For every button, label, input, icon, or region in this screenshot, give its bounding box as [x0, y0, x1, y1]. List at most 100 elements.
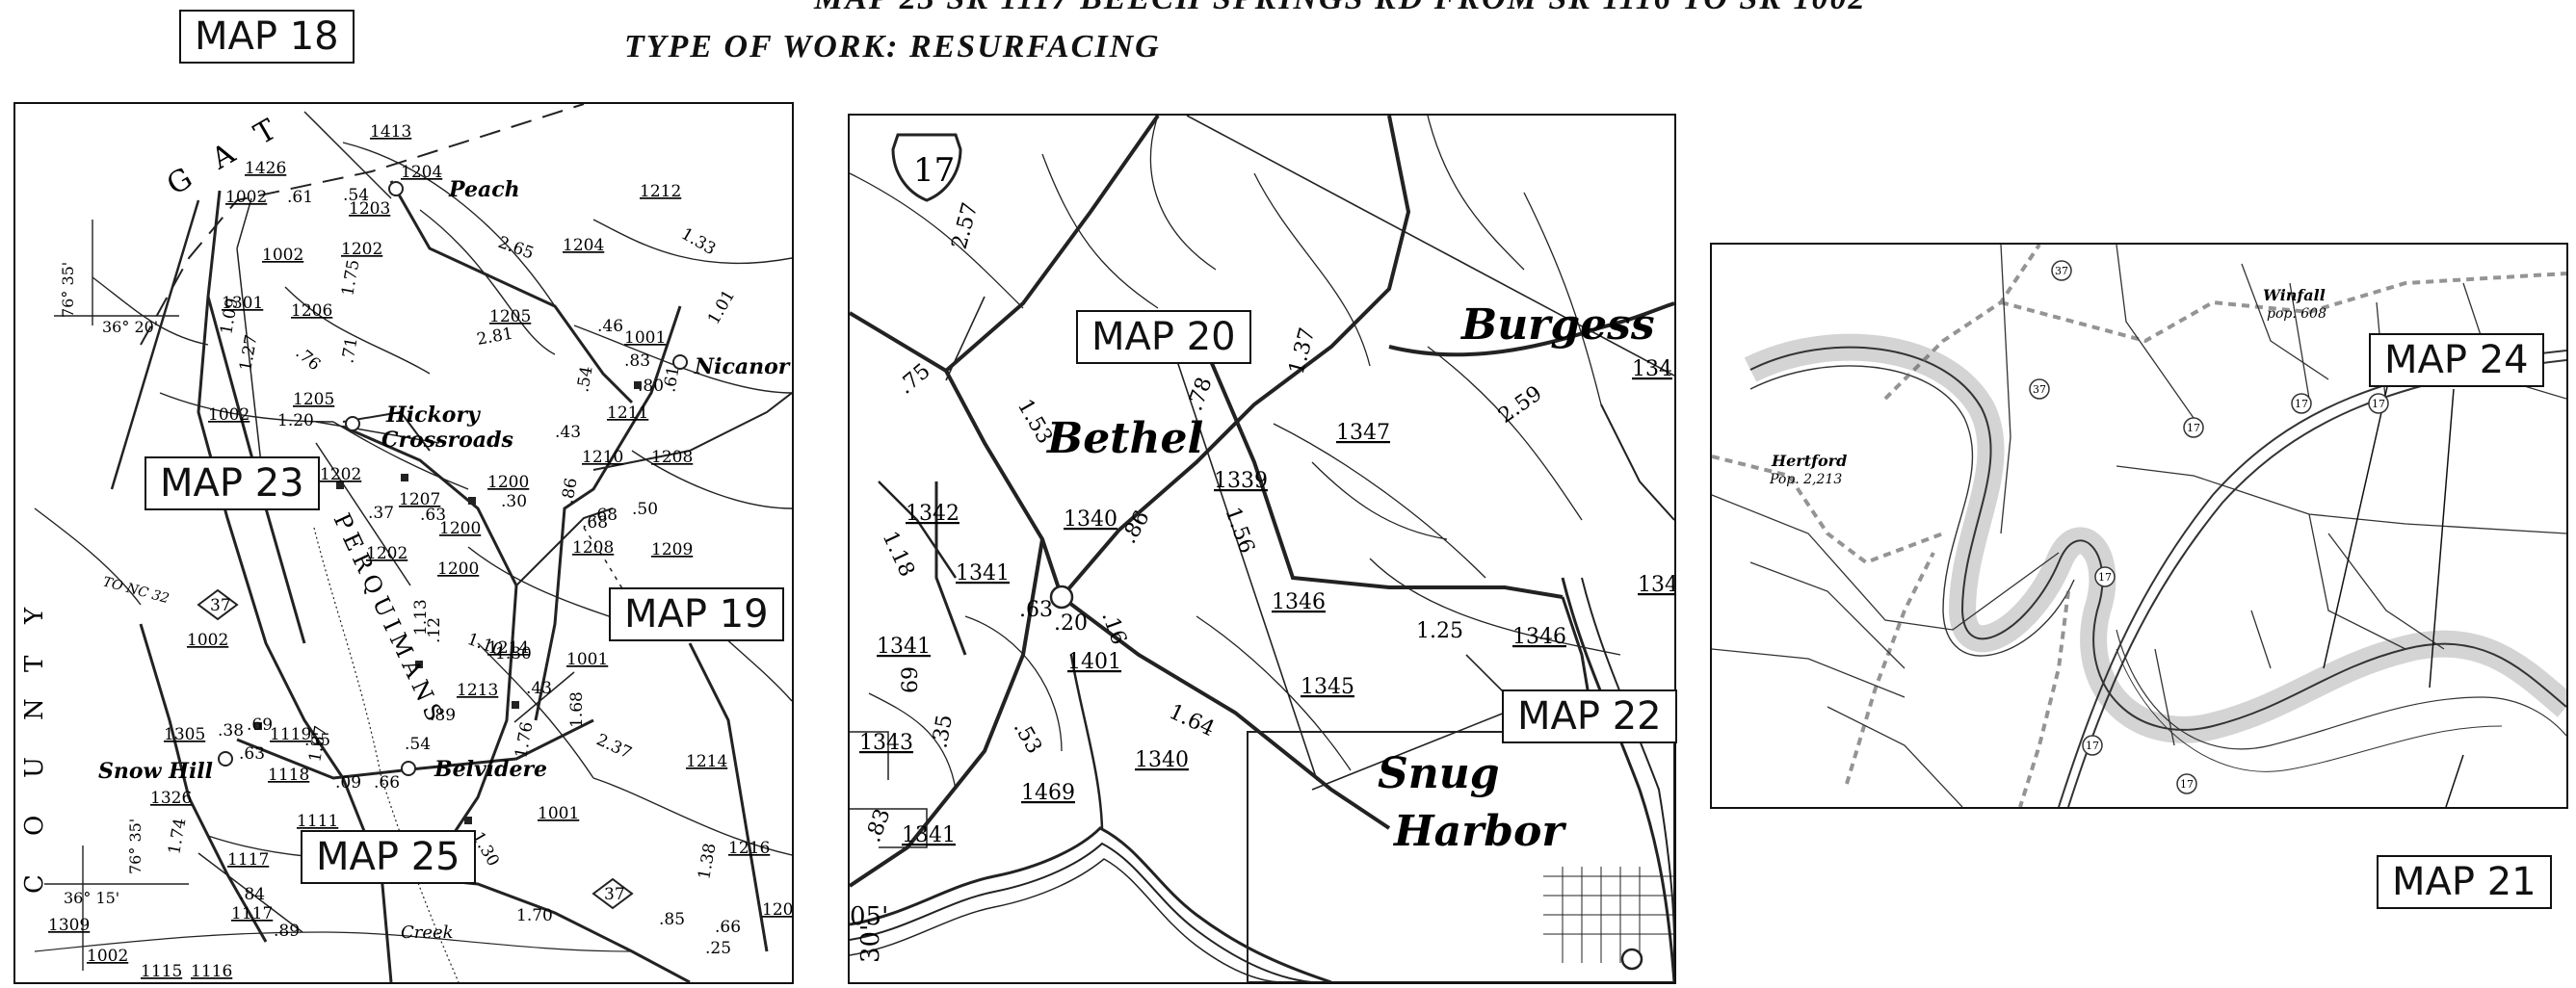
mileage-label: 1.64 [1165, 700, 1218, 741]
sr-label: 1002 [187, 631, 228, 650]
mileage-label: .68 [582, 513, 608, 533]
mileage-label: .55 [304, 731, 330, 750]
mileage-label: 1.13 [411, 599, 431, 636]
sr-label: 1202 [320, 465, 361, 484]
county-letter-y: Y [20, 607, 49, 625]
map-25-callout[interactable]: MAP 25 [301, 830, 476, 884]
mileage-label: 1.10 [464, 630, 505, 661]
sr-label: 1210 [582, 448, 623, 467]
route-shield-text: 17 [2187, 422, 2200, 434]
coord-label-d: 36° 15' [64, 889, 119, 907]
town-hertford: Hertford [1771, 452, 1847, 470]
mileage-label: 2.57 [948, 200, 984, 252]
mileage-label: .16 [1096, 609, 1130, 648]
mileage-label: .50 [632, 500, 658, 519]
sr-label: 1347 [1336, 421, 1390, 445]
mileage-label: 2.81 [475, 325, 514, 350]
map-21-callout[interactable]: MAP 21 [2377, 855, 2552, 909]
sr-label: 1341 [902, 823, 956, 847]
sr-label: 1309 [48, 916, 90, 935]
sr-label: 1200 [437, 559, 479, 579]
mileage-label: 1.76 [512, 720, 537, 760]
sr-label: 1301 [222, 294, 263, 313]
sr-label: 1343 [859, 731, 913, 755]
mileage-label: .84 [239, 885, 265, 904]
mileage-label: .25 [705, 939, 731, 958]
mileage-label: .83 [861, 806, 895, 845]
mileage-label: 2.37 [593, 730, 635, 763]
map-19-callout[interactable]: MAP 19 [609, 587, 784, 641]
sr-label: 1116 [191, 962, 232, 981]
sr-label: 1203 [349, 199, 390, 219]
sr-label: 1214 [686, 752, 727, 771]
sr-label: 1340 [1064, 507, 1117, 532]
route-shield-text: 17 [2295, 398, 2308, 410]
coord-label-a: 76° 35' [59, 262, 77, 318]
sr-label: 1002 [87, 947, 128, 966]
mileage-label: 1.25 [1416, 619, 1463, 643]
mileage-label: .54 [405, 735, 431, 754]
left-map-svg: Peach Nicanor Hickory Crossroads Snow Hi… [20, 104, 792, 982]
sr-label: 1346 [1272, 590, 1326, 614]
sr-label: 1205 [293, 390, 334, 409]
mileage-label: .46 [597, 317, 623, 336]
mileage-label: 1.38 [695, 842, 720, 881]
sr-label: 1200 [487, 473, 529, 492]
mileage-label: 1.30 [495, 644, 532, 663]
sr-label: 1346 [1512, 625, 1566, 649]
map-18-callout[interactable]: MAP 18 [179, 10, 355, 64]
town-winfall-pop: pop. 608 [2267, 306, 2326, 322]
town-hickory-2: Crossroads [381, 428, 513, 453]
mileage-label: 1.18 [878, 528, 919, 581]
sr-label: 1413 [370, 122, 411, 142]
map-22-callout[interactable]: MAP 22 [1502, 689, 1677, 743]
coord-label-c: 76° 35' [126, 819, 145, 874]
mileage-label: 2.59 [1494, 381, 1546, 429]
mileage-label: .37 [368, 504, 394, 523]
mileage-label: .63 [239, 744, 265, 764]
mileage-label: .66 [374, 773, 400, 793]
map-23-callout[interactable]: MAP 23 [145, 456, 320, 510]
mileage-label: .54 [343, 186, 369, 205]
sr-label: 1469 [1021, 781, 1075, 805]
nc-37-shield-text-2: 37 [604, 885, 625, 904]
us-17-shield-text: 17 [913, 151, 955, 190]
sr-label: 1204 [401, 163, 442, 182]
sr-label: 1341 [956, 561, 1010, 585]
mileage-label: .80 [638, 377, 664, 396]
town-hertford-pop: Pop. 2,213 [1769, 472, 1842, 487]
edge-coord-label-2: 05' [850, 902, 888, 931]
creek-label: Creek [401, 923, 454, 943]
mileage-label: 1.33 [678, 224, 720, 259]
map-20-callout[interactable]: MAP 20 [1076, 310, 1251, 364]
sr-label: 1401 [1067, 650, 1121, 674]
route-shield-text: 17 [2086, 740, 2099, 752]
mileage-label: 1.70 [516, 906, 553, 925]
header-line-2: TYPE OF WORK: RESURFACING [624, 29, 1161, 65]
route-shield-text: 17 [2098, 571, 2112, 584]
right-map-panel: 37 37 17 17 17 17 17 17 Winfall pop. 608… [1710, 243, 2568, 809]
mileage-label: .54 [573, 365, 596, 394]
mileage-label: 1.27 [236, 333, 261, 373]
town-nicanor: Nicanor [694, 354, 791, 379]
mileage-label: .85 [659, 910, 685, 929]
route-shield-text: 37 [2033, 383, 2046, 396]
sr-label: 1002 [225, 188, 267, 207]
mileage-label: .75 [894, 359, 935, 400]
right-map-svg: 37 37 17 17 17 17 17 17 Winfall pop. 608… [1712, 245, 2566, 807]
sr-label: 1205 [489, 307, 531, 326]
map-24-callout[interactable]: MAP 24 [2369, 333, 2544, 387]
sr-label: 1213 [457, 681, 498, 700]
sr-label: 1201 [762, 900, 792, 920]
sr-label: 1426 [245, 159, 286, 178]
to-nc-32-label: TO NC 32 [101, 574, 171, 607]
town-hickory-1: Hickory [385, 403, 482, 428]
sr-label: 1204 [563, 236, 604, 255]
nc-37-shield-text: 37 [210, 596, 231, 615]
route-shield-text: 37 [2055, 265, 2068, 277]
sr-label: 1206 [291, 301, 332, 321]
mileage-label: 1.68 [567, 691, 587, 728]
sr-label: 1200 [439, 519, 481, 538]
sr-label: 1339 [1214, 469, 1268, 493]
sr-label: 1117 [227, 850, 269, 870]
